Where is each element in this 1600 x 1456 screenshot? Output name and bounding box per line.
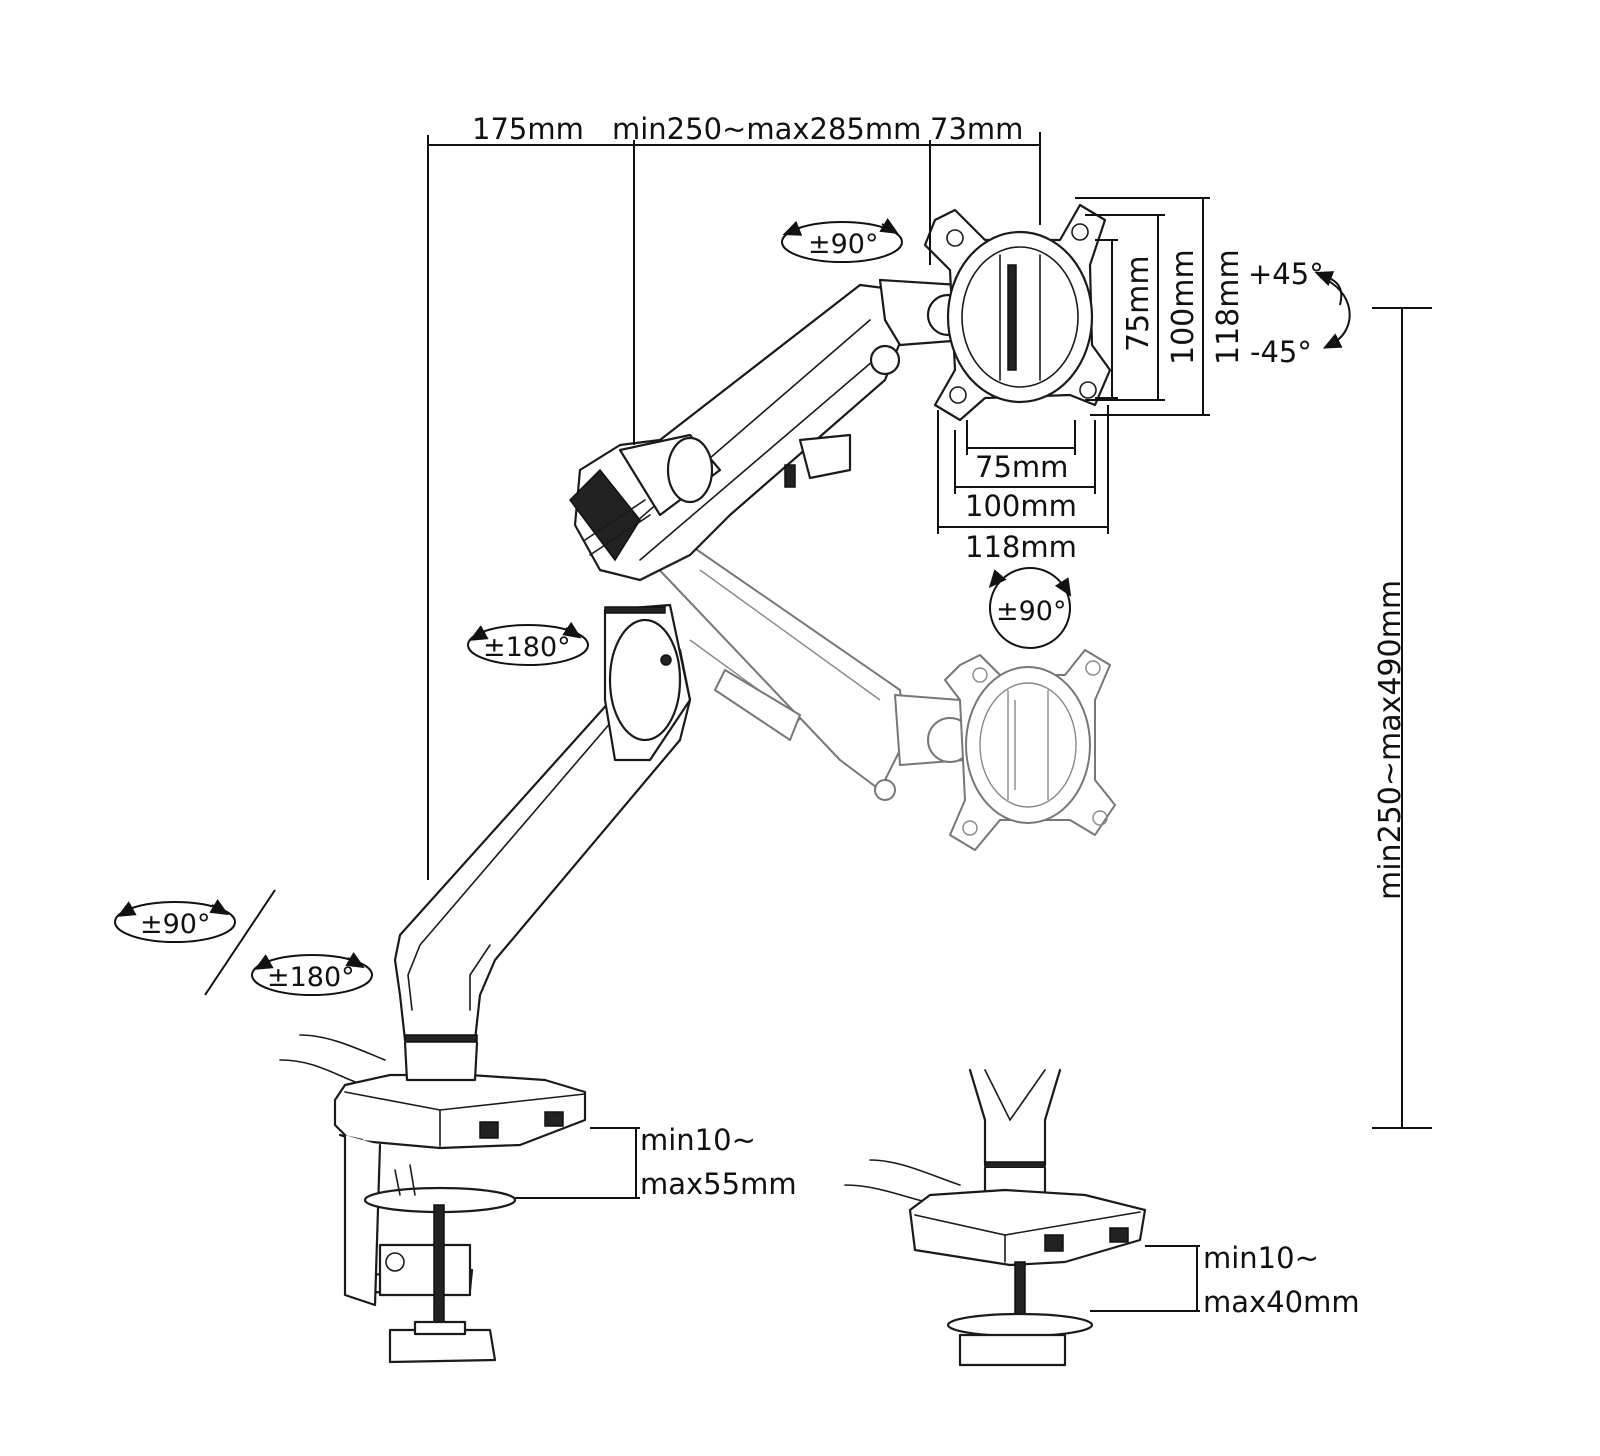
vesa-vertical-100-label: 100mm: [1166, 249, 1201, 365]
rotation-portrait: [988, 567, 1072, 649]
tilt-up-label: +45°: [1248, 257, 1324, 291]
rotation-elbow: [467, 621, 589, 666]
upper-arm: [569, 283, 907, 582]
clamp-dimension-lines: [515, 1127, 640, 1199]
head-offset-dimension-label: 73mm: [930, 112, 1023, 146]
rotation-base-tilt: [114, 898, 236, 943]
ghost-vesa-plate: [944, 649, 1116, 851]
clamp-min-label: min10~: [640, 1123, 756, 1157]
arm-base-dimension-label: 175mm: [472, 112, 584, 146]
ghost-arm-position: [649, 544, 1116, 851]
grommet-dimension-lines: [1090, 1245, 1200, 1312]
grommet-min-label: min10~: [1203, 1241, 1319, 1275]
height-range-label: min250~max490mm: [1373, 580, 1408, 900]
rotation-base: [251, 951, 373, 996]
top-dimension-lines: [427, 132, 1041, 880]
lower-arm: [393, 603, 692, 1082]
vesa-plate: [923, 203, 1112, 422]
vesa-horizontal-75-label: 75mm: [975, 450, 1068, 484]
grommet-max-label: max40mm: [1203, 1285, 1360, 1319]
vesa-horizontal-dimension-lines: [937, 405, 1109, 534]
vesa-vertical-118-label: 118mm: [1211, 249, 1246, 365]
tilt-down-label: -45°: [1250, 335, 1312, 369]
rotation-head: [781, 217, 903, 263]
base-tilt-label: ±90°: [140, 909, 210, 940]
base-rotation-label: ±180°: [267, 962, 355, 993]
elbow-rotation-label: ±180°: [483, 632, 571, 663]
vesa-horizontal-100-label: 100mm: [965, 489, 1077, 523]
vesa-horizontal-118-label: 118mm: [965, 530, 1077, 564]
vesa-vertical-dimension-lines: [1075, 197, 1210, 416]
clamp-max-label: max55mm: [640, 1167, 797, 1201]
arm-extension-dimension-label: min250~max285mm: [612, 112, 921, 146]
vesa-vertical-75-label: 75mm: [1121, 255, 1156, 352]
grommet-base: [844, 1068, 1147, 1367]
head-rotation-label: ±90°: [808, 229, 878, 260]
divider-slash: [204, 889, 276, 996]
clamp-base: [279, 1034, 587, 1364]
height-dimension-line: [1372, 307, 1432, 1129]
portrait-rotation-label: ±90°: [996, 596, 1066, 627]
rotation-tilt: [1314, 271, 1351, 349]
